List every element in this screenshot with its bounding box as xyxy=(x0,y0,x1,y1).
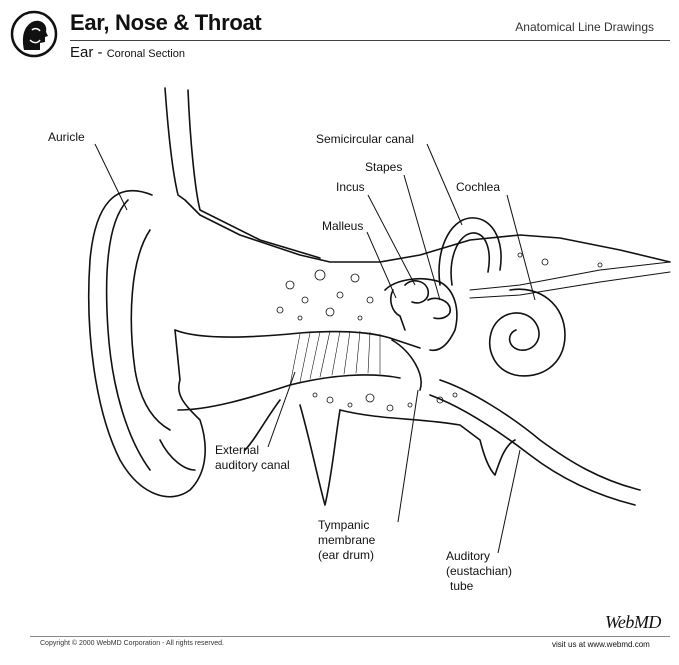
leader-malleus xyxy=(366,231,397,299)
subtitle-separator: - xyxy=(93,44,107,61)
label-auditory-tube: Auditory (eustachian) tube xyxy=(446,549,512,594)
ear-lobe xyxy=(159,439,196,471)
footer-divider xyxy=(30,636,670,637)
leader-stapes xyxy=(403,174,441,301)
head-profile-icon xyxy=(10,10,58,58)
label-external-line1: External xyxy=(215,443,260,457)
cochlea xyxy=(488,288,566,377)
skull-outline xyxy=(164,87,671,263)
label-incus: Incus xyxy=(336,180,365,194)
semicircular-canal-inner xyxy=(450,232,490,286)
styloid-process xyxy=(299,404,341,506)
label-tympanic-line1: Tympanic xyxy=(318,518,370,532)
label-external-auditory-canal: External auditory canal xyxy=(215,443,290,473)
category-label: Anatomical Line Drawings xyxy=(515,20,654,34)
page-title: Ear, Nose & Throat xyxy=(70,10,262,35)
label-tympanic-membrane: Tympanic membrane (ear drum) xyxy=(318,518,375,563)
canal-lower-wall xyxy=(177,374,401,411)
lower-bone-edge xyxy=(339,409,516,476)
label-tympanic-line2: membrane xyxy=(318,533,376,547)
label-auditory-line3: tube xyxy=(450,579,474,593)
leader-external-canal xyxy=(267,371,296,448)
header: Ear, Nose & Throat Ear - Coronal Section… xyxy=(0,0,679,70)
auricle-antihelix xyxy=(130,229,171,431)
leader-incus xyxy=(367,194,416,286)
page-subtitle: Ear - Coronal Section xyxy=(70,44,185,61)
header-divider xyxy=(70,40,670,41)
auricle-helix xyxy=(105,199,151,471)
auditory-nerve xyxy=(469,261,671,291)
leader-auditory xyxy=(497,449,521,554)
label-semicircular-canal: Semicircular canal xyxy=(316,132,415,146)
stapes xyxy=(427,297,452,320)
label-external-line2: auditory canal xyxy=(215,458,290,472)
incus xyxy=(404,280,430,304)
middle-ear-cavity xyxy=(384,278,458,352)
leader-tympanic xyxy=(397,389,419,523)
canal-upper-wall xyxy=(174,329,421,349)
label-cochlea: Cochlea xyxy=(456,180,501,194)
label-auditory-line1: Auditory xyxy=(446,549,491,563)
subtitle-main: Ear xyxy=(70,44,94,61)
eustachian-tube-upper xyxy=(439,379,641,491)
label-stapes: Stapes xyxy=(365,160,403,174)
label-tympanic-line3: (ear drum) xyxy=(318,548,375,562)
leader-auricle xyxy=(94,143,128,211)
label-auditory-line2: (eustachian) xyxy=(446,564,513,578)
leader-lines xyxy=(94,143,536,554)
leader-cochlea xyxy=(506,194,536,301)
webmd-logo: WebMD xyxy=(605,612,661,632)
tympanic-membrane xyxy=(391,339,422,391)
label-auricle: Auricle xyxy=(48,130,85,144)
copyright-text: Copyright © 2000 WebMD Corporation - All… xyxy=(40,640,224,647)
malleus xyxy=(390,289,406,331)
auricle-outline xyxy=(88,189,206,498)
subtitle-detail: Coronal Section xyxy=(106,48,185,60)
bone-inner-edge xyxy=(187,89,321,259)
mastoid-process xyxy=(244,399,281,451)
label-malleus: Malleus xyxy=(322,219,364,233)
semicircular-canal-outer xyxy=(438,217,502,286)
canal-hatching xyxy=(289,330,381,386)
bone-stipple xyxy=(276,252,603,412)
ear-diagram xyxy=(88,87,671,554)
leader-semicircular xyxy=(426,143,463,226)
footer-url[interactable]: visit us at www.webmd.com xyxy=(552,640,650,649)
eustachian-tube-lower xyxy=(429,394,636,506)
